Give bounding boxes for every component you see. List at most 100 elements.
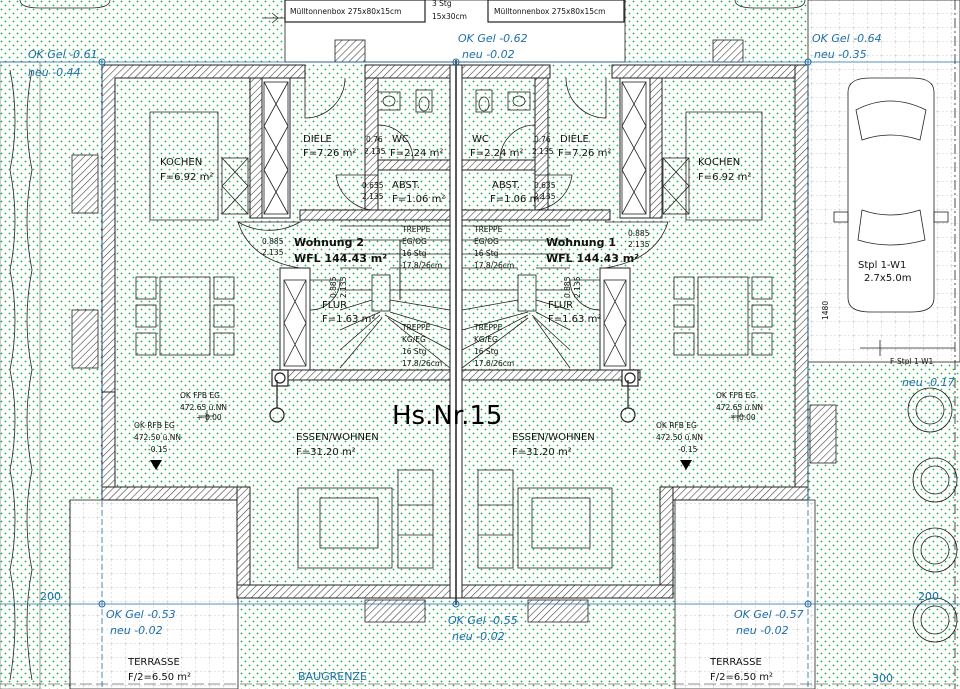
level-br-neu: neu -0.02	[736, 624, 789, 637]
svg-text:F=7.26 m²: F=7.26 m²	[303, 148, 356, 159]
svg-text:16 Stg: 16 Stg	[402, 347, 427, 356]
svg-text:F=6.92 m²: F=6.92 m²	[698, 172, 751, 183]
svg-text:KOCHEN: KOCHEN	[160, 157, 202, 168]
car	[833, 77, 949, 313]
svg-text:EG/OG: EG/OG	[474, 237, 499, 246]
level-bl-neu: neu -0.02	[110, 624, 163, 637]
svg-text:472.65 ü.NN: 472.65 ü.NN	[180, 403, 227, 412]
staircase-left	[339, 225, 451, 369]
svg-text:TREPPE: TREPPE	[473, 225, 503, 234]
svg-text:0.885: 0.885	[563, 276, 572, 298]
building-walls	[101, 60, 809, 605]
parking-label: Stpl 1-W1	[858, 260, 906, 271]
kitchen-counters	[149, 111, 763, 221]
svg-text:0.885: 0.885	[262, 237, 284, 246]
svg-text:WFL 144.43 m²: WFL 144.43 m²	[294, 252, 387, 265]
svg-text:F/2=6.50 m²: F/2=6.50 m²	[128, 672, 191, 683]
hedge-left	[0, 61, 41, 689]
svg-text:WC: WC	[472, 134, 489, 145]
svg-text:Wohnung 1: Wohnung 1	[546, 236, 616, 249]
built-in-cabinets	[221, 81, 690, 367]
svg-text:0.635: 0.635	[362, 181, 384, 190]
svg-text:TREPPE: TREPPE	[401, 225, 431, 234]
arrow-icon	[262, 12, 285, 24]
svg-text:17.6/26cm: 17.6/26cm	[474, 359, 514, 368]
svg-text:Wohnung 2: Wohnung 2	[294, 236, 364, 249]
svg-text:F=31.20 m²: F=31.20 m²	[296, 447, 356, 458]
car-top-left	[19, 0, 111, 9]
dining-tables	[135, 276, 773, 356]
level-markers	[150, 410, 745, 470]
svg-text:16 Stg: 16 Stg	[402, 249, 427, 258]
svg-text:2.135: 2.135	[534, 192, 556, 201]
svg-text:0.885: 0.885	[628, 229, 650, 238]
svg-text:F=1.63 m²: F=1.63 m²	[548, 314, 601, 325]
svg-text:+-0.00: +-0.00	[196, 413, 222, 422]
svg-text:ESSEN/WOHNEN: ESSEN/WOHNEN	[296, 432, 379, 443]
svg-text:TREPPE: TREPPE	[401, 323, 431, 332]
svg-text:KG/EG: KG/EG	[474, 335, 498, 344]
svg-text:472.50 ü.NN: 472.50 ü.NN	[134, 433, 181, 442]
svg-text:F=1.63 m²: F=1.63 m²	[322, 314, 375, 325]
svg-text:ESSEN/WOHNEN: ESSEN/WOHNEN	[512, 432, 595, 443]
svg-text:472.50 ü.NN: 472.50 ü.NN	[656, 433, 703, 442]
svg-text:17.8/26cm: 17.8/26cm	[402, 261, 442, 270]
staircase-right	[461, 225, 571, 369]
stairs-size-label: 15x30cm	[432, 12, 467, 21]
svg-text:+-0.00: +-0.00	[730, 413, 756, 422]
svg-text:WFL 144.43 m²: WFL 144.43 m²	[546, 252, 639, 265]
svg-text:F=1.06 m²: F=1.06 m²	[490, 194, 543, 205]
parking-dim: 1480	[821, 301, 830, 320]
svg-text:-0.15: -0.15	[678, 445, 698, 454]
svg-text:OK FFB EG: OK FFB EG	[716, 391, 756, 400]
svg-text:DIELE: DIELE	[303, 134, 332, 145]
svg-text:2.135: 2.135	[362, 192, 384, 201]
svg-text:0.76: 0.76	[534, 135, 551, 144]
svg-text:TERRASSE: TERRASSE	[127, 657, 180, 668]
svg-text:0.885: 0.885	[329, 276, 338, 298]
wc-fixtures	[377, 89, 531, 113]
svg-text:0.635: 0.635	[534, 181, 556, 190]
svg-text:TERRASSE: TERRASSE	[709, 657, 762, 668]
stairs-label: 3 Stg	[432, 0, 452, 8]
svg-text:DIELE: DIELE	[560, 134, 589, 145]
svg-text:2.135: 2.135	[532, 147, 554, 156]
level-bl-gel: OK Gel -0.53	[106, 608, 176, 621]
level-tl-neu: neu -0.44	[28, 66, 81, 79]
svg-text:-0.15: -0.15	[148, 445, 168, 454]
bin-right-label: Mülltonnenbox 275x80x15cm	[494, 7, 605, 16]
svg-text:17.8/26cm: 17.8/26cm	[474, 261, 514, 270]
level-r-neu: neu -0.17	[902, 376, 955, 389]
dim-bottom: 300	[872, 672, 893, 685]
windows	[71, 39, 837, 623]
level-tr-neu: neu -0.35	[814, 48, 867, 61]
svg-text:F=2.24 m²: F=2.24 m²	[390, 148, 443, 159]
svg-text:2.135: 2.135	[628, 240, 650, 249]
sofas	[297, 469, 613, 569]
svg-text:ABST.: ABST.	[492, 180, 520, 191]
level-br-gel: OK Gel -0.57	[734, 608, 804, 621]
svg-text:F/2=6.50 m²: F/2=6.50 m²	[710, 672, 773, 683]
svg-text:17.8/26cm: 17.8/26cm	[402, 359, 442, 368]
level-tl-gel: OK Gel -0.61	[28, 48, 98, 61]
svg-text:TREPPE: TREPPE	[473, 323, 503, 332]
dim-left: 200	[40, 590, 61, 603]
svg-text:F=2.24 m²: F=2.24 m²	[470, 148, 523, 159]
level-tc-gel: OK Gel -0.62	[458, 32, 528, 45]
svg-text:OK RFB EG: OK RFB EG	[656, 421, 697, 430]
terrace-right-paving	[674, 499, 816, 689]
svg-text:OK FFB EG: OK FFB EG	[180, 391, 220, 400]
svg-text:2.135: 2.135	[262, 248, 284, 257]
columns	[269, 369, 639, 423]
svg-text:ABST.: ABST.	[392, 180, 420, 191]
svg-text:FLUR: FLUR	[548, 300, 573, 311]
svg-text:KOCHEN: KOCHEN	[698, 157, 740, 168]
level-tr-gel: OK Gel -0.64	[812, 32, 882, 45]
unit-2-labels: KOCHEN F=6.92 m² DIELE F=7.26 m² WC F=2.…	[127, 134, 445, 683]
parking-section: F-Stpl 1-W1	[890, 357, 934, 366]
baugrenze-label: BAUGRENZE	[298, 670, 367, 683]
svg-text:2.135: 2.135	[339, 276, 348, 298]
parking-size: 2.7x5.0m	[864, 273, 911, 284]
